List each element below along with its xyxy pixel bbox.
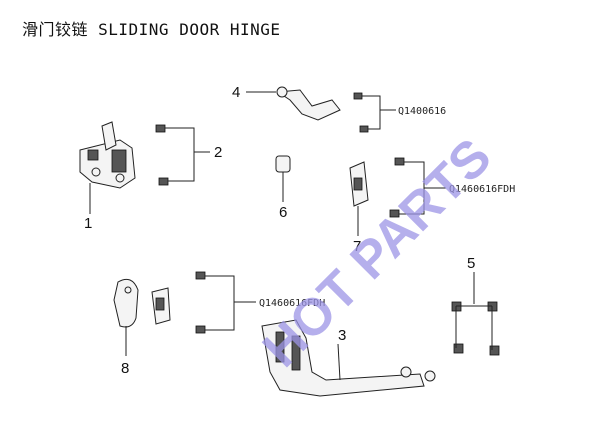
callout-4: 4 [232,84,240,101]
part-6-bushing [275,155,291,202]
callout-5: 5 [467,255,475,272]
callout-1: 1 [84,215,92,232]
part-7-plate [349,161,369,236]
part-2-bolts [155,124,210,186]
part-1-hinge-bracket [79,121,136,214]
bolts-q1400616 [353,92,396,133]
part-8-plate [113,278,171,356]
diagram-title: 滑门铰链 SLIDING DOOR HINGE [22,20,281,39]
callout-2: 2 [214,144,222,161]
bolts-q1460616fdh-low [195,271,256,334]
part-3-lower-hinge-arm [261,319,436,397]
callout-7: 7 [353,238,361,255]
part-number-q1460616fdh-mid: Q1460616FDH [449,184,515,195]
part-4-roller-arm [246,86,341,121]
part-number-q1460616fdh-low: Q1460616FDH [259,298,325,309]
part-number-q1400616: Q1400616 [398,106,446,117]
part-5-bolts [451,272,500,356]
callout-3: 3 [338,327,346,344]
bolts-q1460616fdh-mid [389,157,446,218]
callout-8: 8 [121,360,129,377]
callout-6: 6 [279,204,287,221]
